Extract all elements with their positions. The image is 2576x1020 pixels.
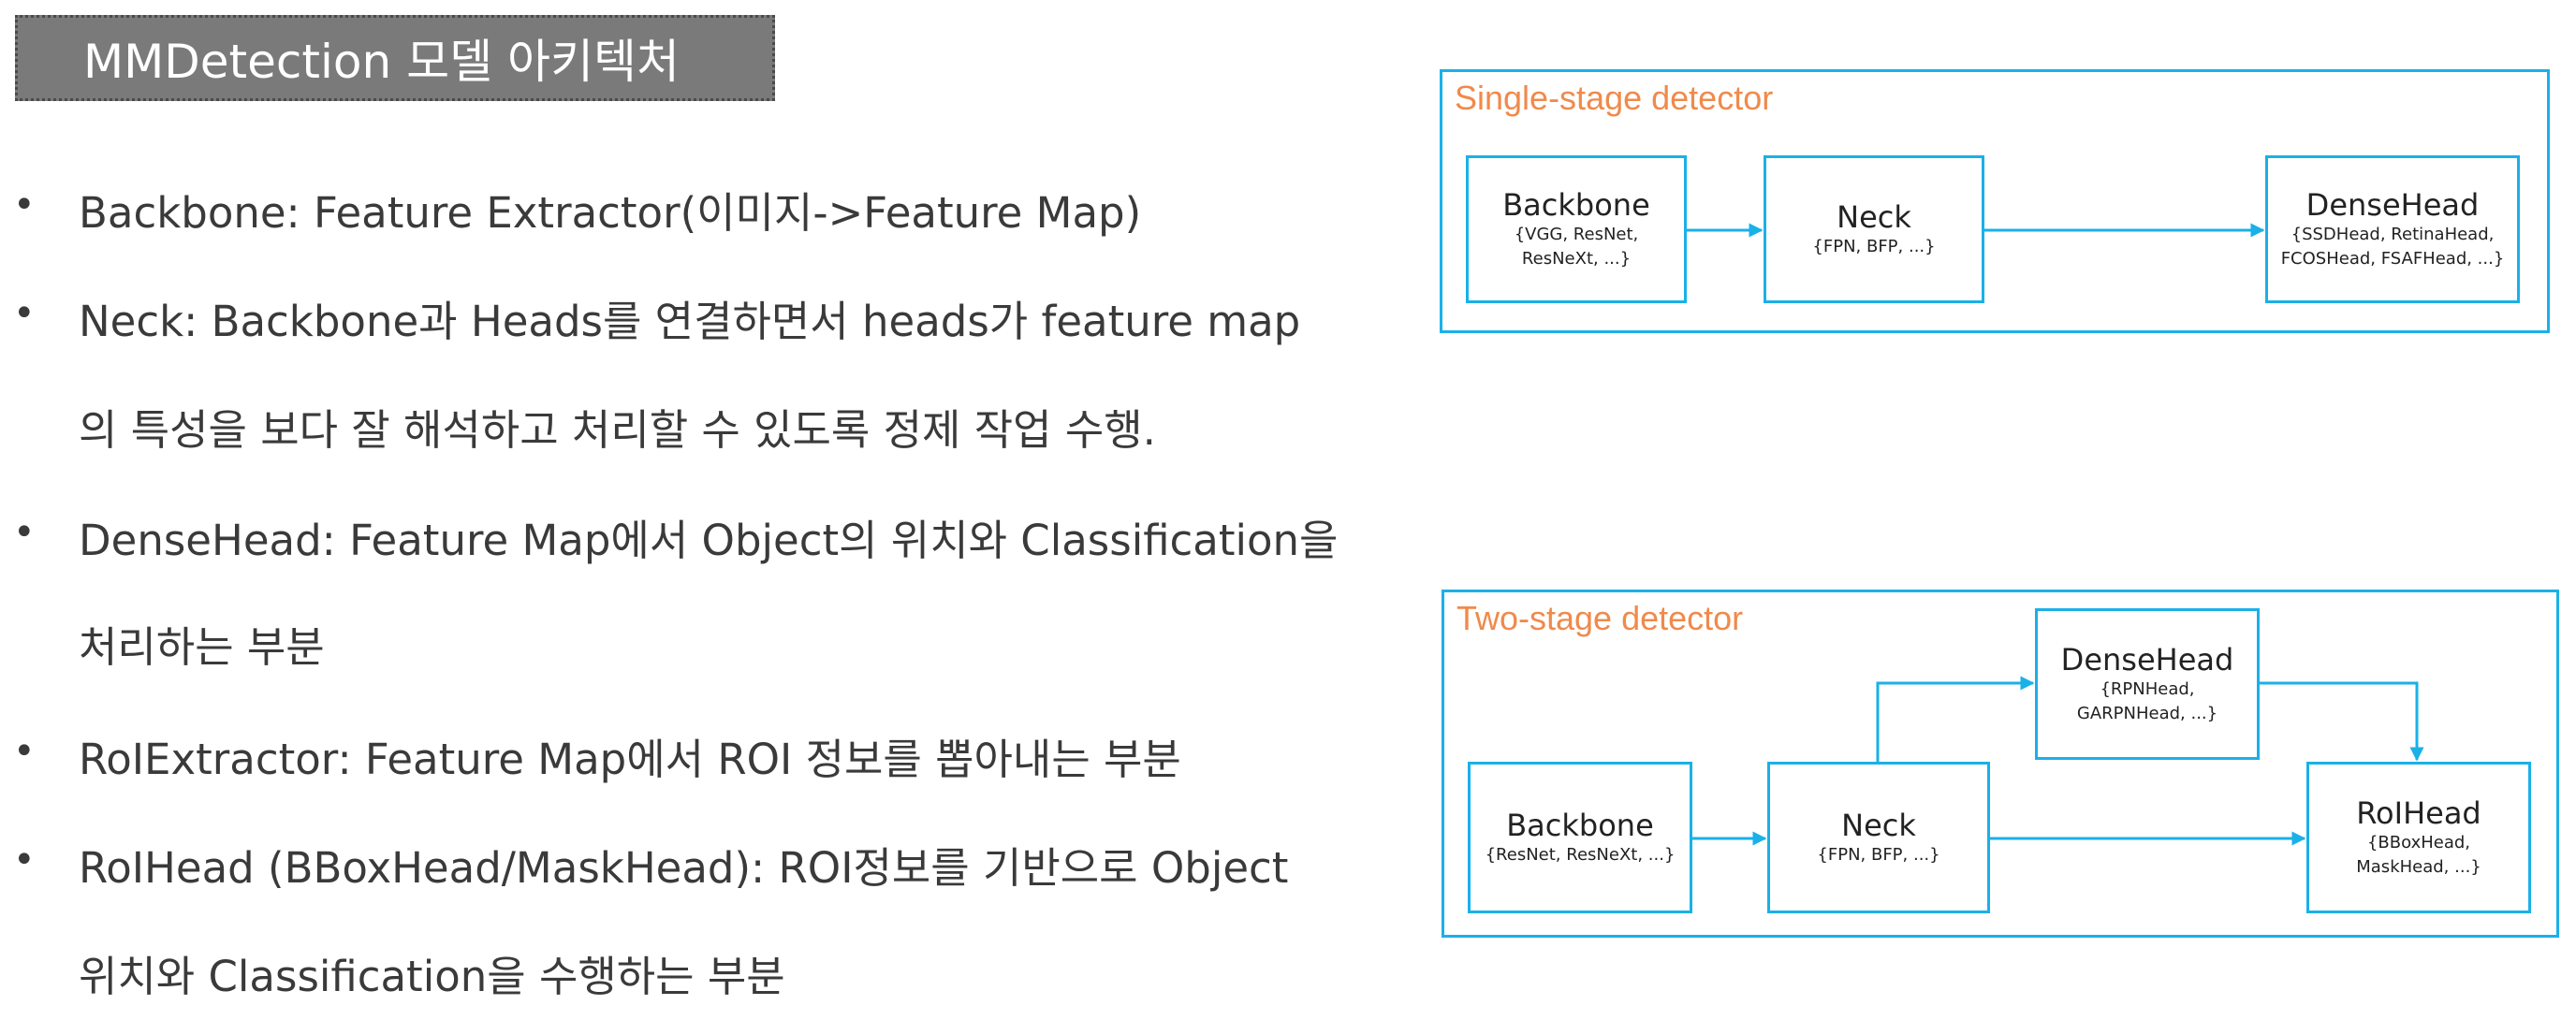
single-stage-title: Single-stage detector <box>1455 79 1774 117</box>
node-name: DenseHead <box>2060 642 2234 678</box>
page-title: MMDetection 모델 아키텍처 <box>83 35 680 89</box>
bullet-roiextractor: RoIExtractor: Feature Map에서 ROI 정보를 뽑아내는… <box>79 735 1181 784</box>
bullet-densehead-line2: 처리하는 부분 <box>79 622 325 672</box>
bullet-densehead-line1: DenseHead: Feature Map에서 Object의 위치와 Cla… <box>79 516 1339 565</box>
title-banner: MMDetection 모델 아키텍처 <box>15 15 775 101</box>
node-name: Backbone <box>1506 808 1654 843</box>
node-name: Neck <box>1841 808 1916 843</box>
single-neck-node: Neck {FPN, BFP, ...} <box>1764 155 1984 303</box>
single-backbone-node: Backbone {VGG, ResNet, ResNeXt, ...} <box>1466 155 1687 303</box>
node-sub: {BBoxHead, MaskHead, ...} <box>2356 833 2481 877</box>
node-sub: {SSDHead, RetinaHead, FCOSHead, FSAFHead… <box>2280 225 2505 269</box>
node-sub: {VGG, ResNet, ResNeXt, ...} <box>1514 225 1639 269</box>
bullet-backbone: Backbone: Feature Extractor(이미지->Feature… <box>79 188 1142 238</box>
two-roihead-node: RoIHead {BBoxHead, MaskHead, ...} <box>2306 762 2531 913</box>
single-stage-diagram <box>1440 69 2550 333</box>
node-name: Backbone <box>1502 187 1650 223</box>
node-name: DenseHead <box>2305 187 2480 223</box>
node-sub: {RPNHead, GARPNHead, ...} <box>2076 679 2218 723</box>
two-neck-node: Neck {FPN, BFP, ...} <box>1767 762 1990 913</box>
two-stage-title: Two-stage detector <box>1456 599 1744 637</box>
bullet-marker: • <box>13 511 36 554</box>
node-sub: {FPN, BFP, ...} <box>1812 237 1936 256</box>
node-name: RoIHead <box>2356 795 2481 831</box>
two-stage-diagram <box>1442 590 2559 938</box>
bullet-marker: • <box>13 838 36 882</box>
bullet-marker: • <box>13 183 36 226</box>
single-densehead-node: DenseHead {SSDHead, RetinaHead, FCOSHead… <box>2265 155 2520 303</box>
two-backbone-node: Backbone {ResNet, ResNeXt, ...} <box>1468 762 1692 913</box>
bullet-marker: • <box>13 730 36 773</box>
two-densehead-node: DenseHead {RPNHead, GARPNHead, ...} <box>2035 608 2260 760</box>
bullet-roihead-line1: RoIHead (BBoxHead/MaskHead): ROI정보를 기반으로… <box>79 843 1289 893</box>
node-sub: {FPN, BFP, ...} <box>1817 845 1940 865</box>
bullet-neck-line1: Neck: Backbone과 Heads를 연결하면서 heads가 feat… <box>79 297 1301 346</box>
node-sub: {ResNet, ResNeXt, ...} <box>1485 845 1676 865</box>
bullet-roihead-line2: 위치와 Classification을 수행하는 부분 <box>79 952 785 1001</box>
bullet-neck-line2: 의 특성을 보다 잘 해석하고 처리할 수 있도록 정제 작업 수행. <box>79 405 1156 455</box>
bullet-marker: • <box>13 292 36 335</box>
node-name: Neck <box>1837 199 1911 235</box>
